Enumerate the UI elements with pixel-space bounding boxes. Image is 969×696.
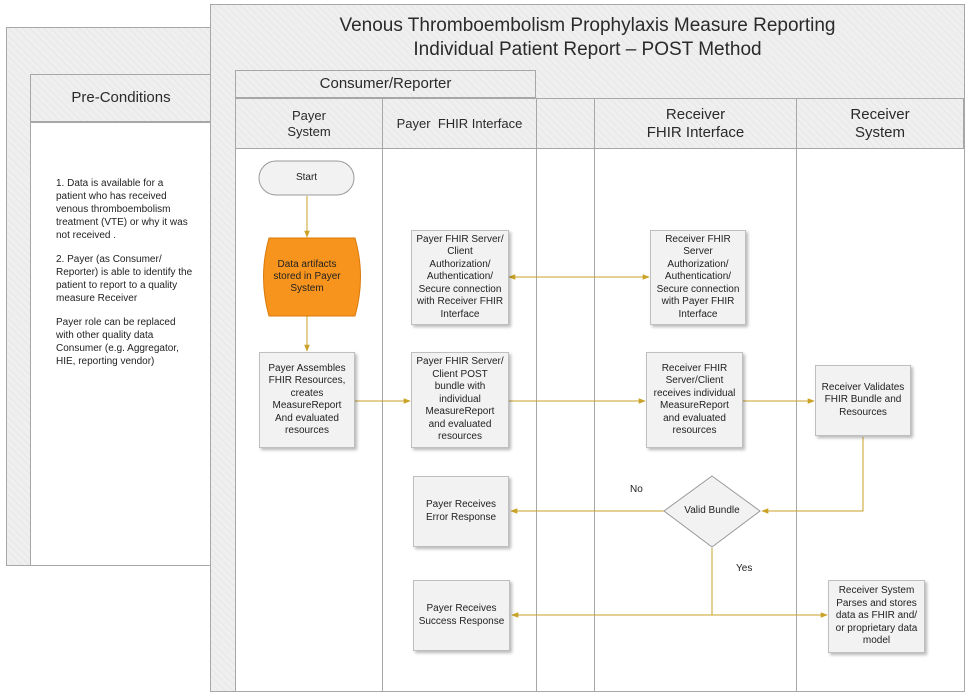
receiver-receives-box: Receiver FHIR Server/Client receives ind… — [646, 352, 743, 448]
diagram-title: Venous Thromboembolism Prophylaxis Measu… — [212, 14, 963, 62]
preconditions-body — [30, 122, 212, 566]
consumer-reporter-header: Consumer/Reporter — [235, 70, 536, 98]
label-no: No — [630, 484, 643, 495]
lane-header-payer-system: Payer System — [235, 98, 383, 149]
preconditions-header: Pre-Conditions — [30, 74, 212, 122]
precondition-item-2: 2. Payer (as Consumer/ Reporter) is able… — [56, 254, 193, 304]
success-response-box: Payer Receives Success Response — [413, 580, 510, 651]
error-response-box: Payer Receives Error Response — [413, 476, 509, 547]
payer-assembles-box: Payer Assembles FHIR Resources, creates … — [259, 352, 355, 448]
receiver-auth-box: Receiver FHIR Server Authorization/ Auth… — [650, 230, 746, 325]
lane-header-receiver-system: Receiver System — [796, 98, 964, 149]
start-terminator — [258, 160, 355, 196]
valid-bundle-decision — [663, 475, 761, 548]
title-line-2: Individual Patient Report – POST Method — [413, 38, 762, 60]
lane-header-receiver-fhir-interface: Receiver FHIR Interface — [594, 98, 797, 149]
payer-auth-box: Payer FHIR Server/ Client Authorization/… — [411, 230, 509, 325]
precondition-item-3: Payer role can be replaced with other qu… — [56, 317, 179, 367]
data-artifacts-store — [263, 237, 361, 317]
precondition-item-1: 1. Data is available for a patient who h… — [56, 178, 188, 241]
receiver-validates-box: Receiver Validates FHIR Bundle and Resou… — [815, 365, 911, 436]
lane-header-payer-fhir-interface: Payer FHIR Interface — [382, 98, 537, 149]
lane-dividers — [382, 148, 797, 691]
preconditions-text: 1. Data is available for a patient who h… — [56, 177, 194, 379]
data-artifacts-label: Data artifacts stored in Payer System — [273, 259, 341, 294]
lane-header-spacer — [536, 98, 595, 149]
valid-bundle-label: Valid Bundle — [684, 505, 740, 516]
receiver-parses-box: Receiver System Parses and stores data a… — [828, 580, 925, 653]
label-yes: Yes — [736, 563, 753, 574]
title-line-1: Venous Thromboembolism Prophylaxis Measu… — [339, 15, 836, 36]
payer-post-box: Payer FHIR Server/ Client POST bundle wi… — [411, 352, 509, 448]
arrow-validate-to-decision — [761, 437, 864, 514]
start-label: Start — [295, 172, 318, 183]
